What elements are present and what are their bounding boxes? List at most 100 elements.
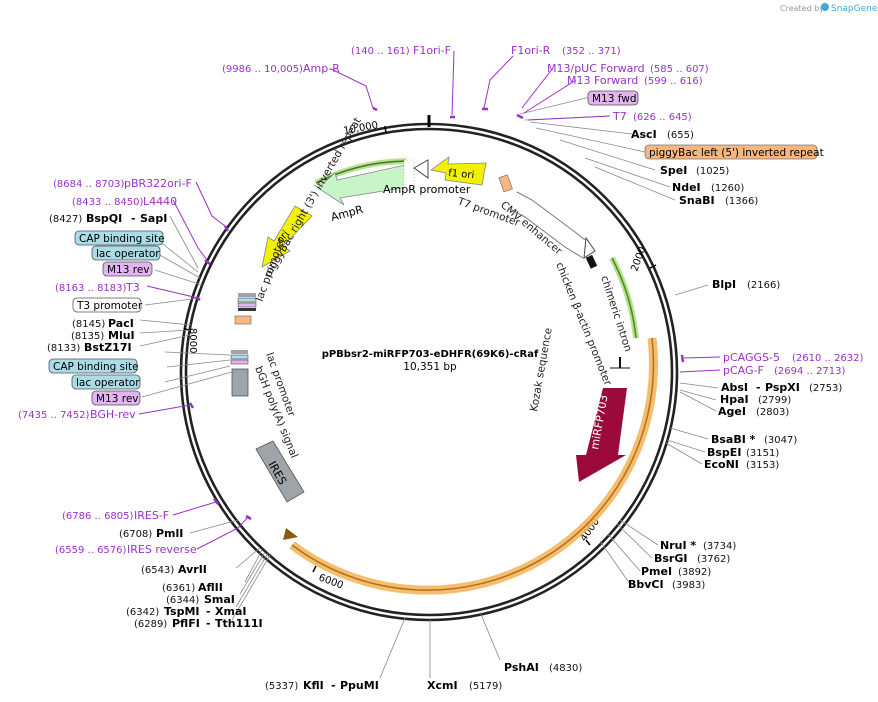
site-tspmi-name[interactable]: TspMI: [164, 605, 200, 618]
primer-t3-name[interactable]: T3: [125, 281, 140, 294]
site-bbvci-name[interactable]: BbvCI: [628, 578, 664, 591]
primer-ires-rev-name[interactable]: IRES reverse: [127, 543, 197, 556]
cap-binding-box-1[interactable]: [74, 230, 164, 246]
site-avrii-name[interactable]: AvrII: [178, 563, 207, 576]
site-pspxi-name[interactable]: PspXI: [765, 381, 800, 394]
site-asci-name[interactable]: AscI: [631, 128, 657, 141]
site-tth111i-name[interactable]: Tth111I: [215, 617, 263, 630]
site-hpai-name[interactable]: HpaI: [720, 393, 749, 406]
m13-fwd-box[interactable]: [587, 90, 639, 106]
cap-stack-1: [237, 297, 257, 303]
site-pmli-name[interactable]: PmlI: [156, 527, 183, 540]
site-tspmi-pos: (6342): [126, 607, 159, 618]
primer-m13puc-name[interactable]: M13/pUC Forward: [547, 62, 645, 75]
primer-pcaggs-range: (2610 .. 2632): [792, 353, 864, 364]
site-bspei-name[interactable]: BspEI: [707, 446, 741, 459]
chimeric-intron-label: chimeric intron: [598, 274, 634, 353]
primer-pcagf-name[interactable]: pCAG-F: [723, 364, 764, 377]
kozak-label: Kozak sequence: [528, 327, 555, 413]
m13-stack-2: [230, 359, 249, 365]
piggybac-left-box[interactable]: [644, 144, 818, 160]
site-bstz-name[interactable]: BstZ17I: [84, 341, 132, 354]
cap-binding-box-2[interactable]: [48, 358, 138, 374]
site-ppumi-name[interactable]: PpuMI: [340, 679, 379, 692]
site-mlui-name[interactable]: MluI: [108, 329, 135, 342]
primer-f1ori-r-name[interactable]: F1ori-R: [511, 44, 551, 57]
tick-mark: [649, 264, 657, 269]
site-agei-name[interactable]: AgeI: [718, 405, 746, 418]
primer-ampr-name[interactable]: Amp-R: [303, 62, 340, 75]
m13-rev-box-1[interactable]: [102, 261, 153, 277]
m13-rev-label-1: M13 rev: [107, 264, 150, 276]
site-aflii-name[interactable]: AflII: [198, 581, 223, 594]
site-ndei-pos: (1260): [711, 183, 744, 194]
cap-stack-2: [230, 354, 249, 360]
site-bsabi-pos: (3047): [764, 435, 797, 446]
site-absi-sep: -: [756, 381, 761, 394]
site-absi-pos: (2753): [809, 383, 842, 394]
site-pflfi-pos: (6289): [134, 619, 167, 630]
site-pflfi-name[interactable]: PflFI: [172, 617, 200, 630]
primer-t7-name[interactable]: T7: [612, 110, 627, 123]
site-pshai-name[interactable]: PshAI: [504, 661, 539, 674]
cap-binding-label-2: CAP binding site: [53, 361, 139, 373]
site-snabi-name[interactable]: SnaBI: [679, 194, 715, 207]
site-hpai-pos: (2799): [758, 395, 791, 406]
tick-label-8000: 8000: [187, 328, 198, 353]
site-absi-name[interactable]: AbsI: [721, 381, 748, 394]
site-afiii-pos: (6361): [162, 583, 195, 594]
orange-region-arc-line: [291, 337, 655, 591]
site-ndei-name[interactable]: NdeI: [672, 181, 701, 194]
primer-pcaggs-name[interactable]: pCAGGS-5: [723, 351, 780, 364]
lac-operator-label-1: lac operator: [96, 248, 160, 260]
lac-stack-1: [238, 293, 256, 297]
lac-operator-box-1[interactable]: [91, 245, 161, 261]
primer-f1ori-f-name[interactable]: F1ori-F: [413, 44, 451, 57]
t3-promoter-label: T3 promoter: [76, 300, 143, 312]
site-spei-name[interactable]: SpeI: [660, 164, 687, 177]
tick-mark: [585, 539, 591, 546]
lac-stack-2: [231, 350, 248, 354]
site-tspmi-sep: -: [206, 605, 211, 618]
site-bsrgi-name[interactable]: BsrGI: [654, 552, 687, 565]
primer-f1ori-r-range: (352 .. 371): [562, 46, 621, 57]
site-sapi-name[interactable]: SapI: [140, 212, 167, 225]
site-paci-name[interactable]: PacI: [108, 317, 134, 330]
primer-pbr-name[interactable]: pBR322ori-F: [124, 177, 192, 190]
primer-l4440-name[interactable]: L4440: [143, 195, 177, 208]
ampr-promoter-line: [315, 160, 407, 184]
m13-fwd-box-label: M13 fwd: [592, 93, 637, 105]
piggybac-right-block: [234, 315, 252, 325]
site-pflfi-sep: -: [206, 617, 211, 630]
snapgene-logo-icon: [821, 3, 829, 11]
tick-mark: [384, 125, 387, 134]
site-bspqi-name[interactable]: BspQI: [86, 212, 122, 225]
site-pmei-name[interactable]: PmeI: [641, 565, 672, 578]
primer-ires-rev-range: (6559 .. 6576): [55, 545, 127, 556]
t3-promoter-box[interactable]: [72, 297, 142, 313]
site-blpi-pos: (2166): [747, 280, 780, 291]
bgh-polya-block: [231, 368, 249, 397]
site-bspqi-pos: (8427): [49, 214, 82, 225]
lac-operator-box-2[interactable]: [71, 374, 141, 390]
site-spei-pos: (1025): [696, 166, 729, 177]
site-xcmi-name[interactable]: XcmI: [427, 679, 458, 692]
ampr-arrow: [317, 163, 415, 206]
site-nrui-name[interactable]: NruI *: [660, 539, 696, 552]
site-econi-name[interactable]: EcoNI: [704, 458, 739, 471]
site-nrui-pos: (3734): [703, 541, 736, 552]
m13-rev-box-2[interactable]: [91, 390, 141, 406]
primer-ires-f-name[interactable]: IRES-F: [134, 509, 169, 522]
site-bsabi-name[interactable]: BsaBI *: [711, 433, 756, 446]
site-kfli-name[interactable]: KflI: [303, 679, 324, 692]
m13-stack-1: [237, 302, 257, 308]
primer-markers: [138, 50, 721, 550]
site-xmai-name[interactable]: XmaI: [215, 605, 246, 618]
primer-m13fwd-name[interactable]: M13 Forward: [567, 74, 638, 87]
site-blpi-name[interactable]: BlpI: [712, 278, 736, 291]
primer-bgh-rev-name[interactable]: BGH-rev: [90, 408, 136, 421]
primer-m13fwd-range: (599 .. 616): [644, 76, 703, 87]
cmv-outline-bottom: [507, 207, 584, 259]
site-smai-name[interactable]: SmaI: [204, 593, 235, 606]
